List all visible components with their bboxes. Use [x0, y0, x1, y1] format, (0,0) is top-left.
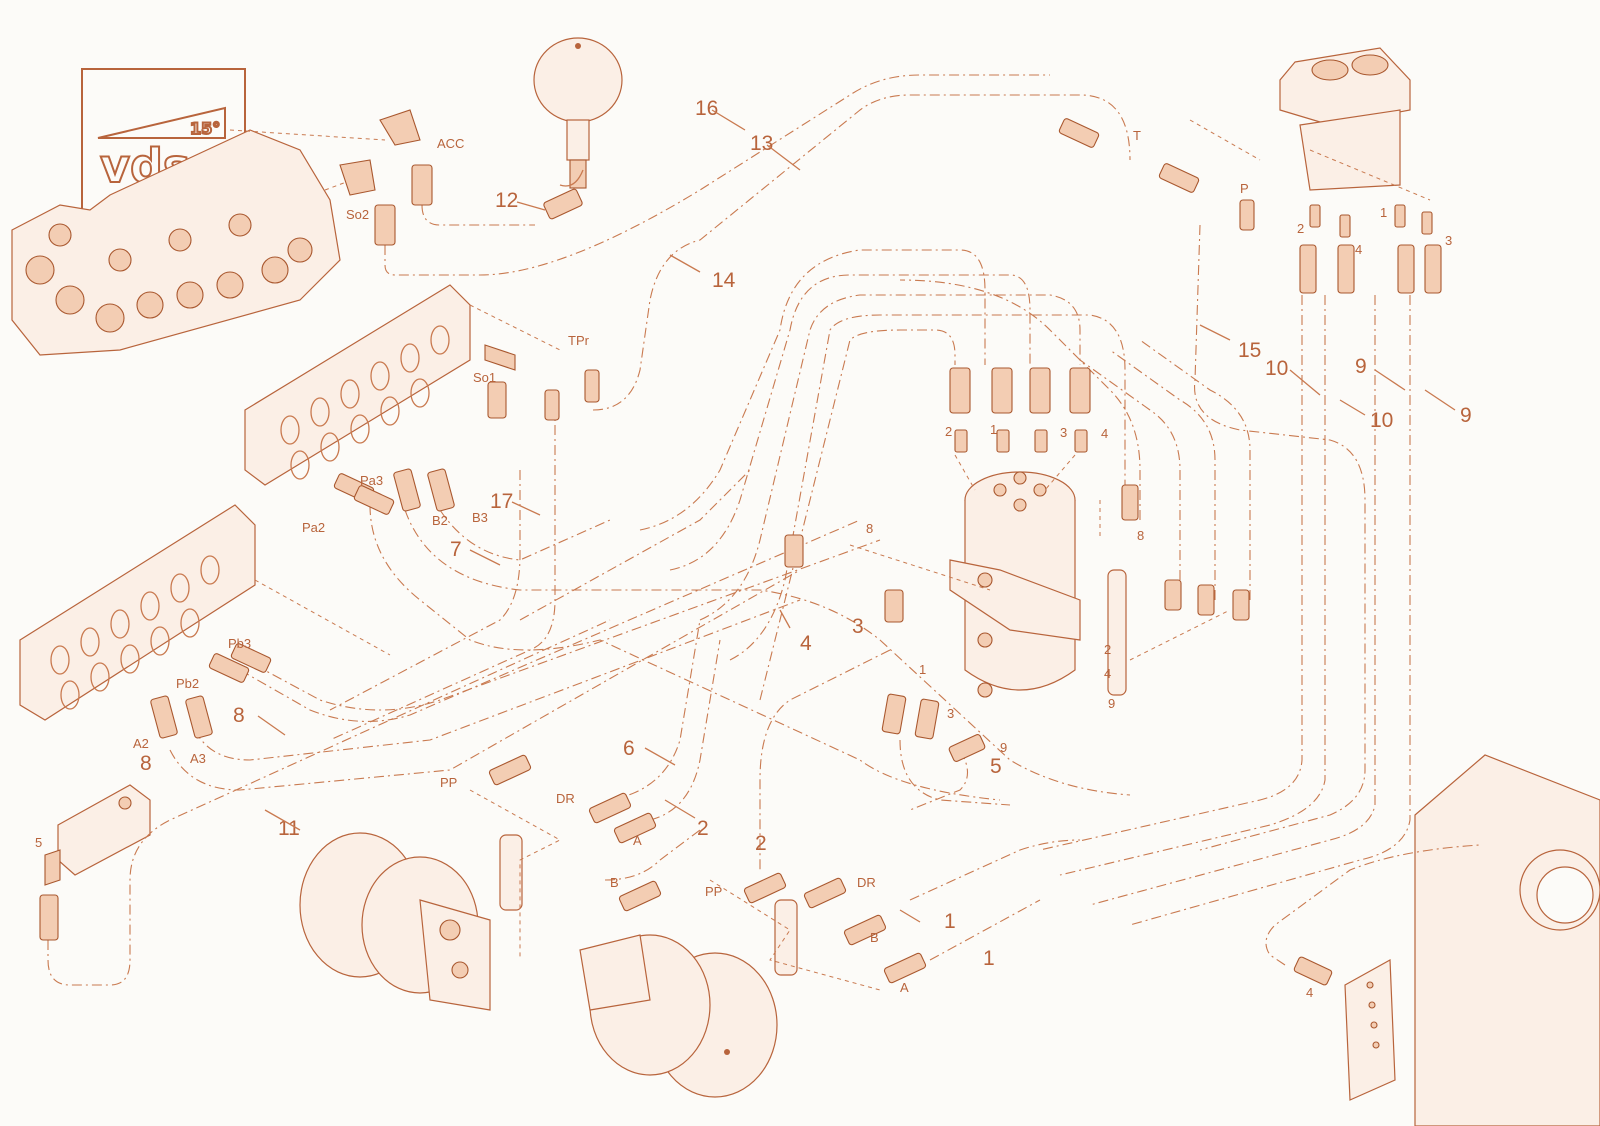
label-dr-left: DR — [556, 791, 575, 806]
callout-8a: 8 — [233, 704, 245, 727]
label-b3: B3 — [472, 510, 488, 525]
label-p: P — [1240, 181, 1249, 196]
label-block-9: 9 — [1108, 696, 1115, 711]
callout-4: 4 — [800, 632, 812, 655]
label-swivel-8b: 8 — [866, 521, 873, 536]
callout-10a: 10 — [1265, 357, 1288, 380]
label-pp-right: PP — [705, 884, 722, 899]
callout-13: 13 — [750, 132, 773, 155]
label-a-left: A — [633, 833, 642, 848]
callout-2a: 2 — [697, 817, 709, 840]
label-b2: B2 — [432, 513, 448, 528]
callout-2b: 2 — [755, 832, 767, 855]
label-valve-5: 5 — [35, 835, 42, 850]
label-swivel-8a: 8 — [1137, 528, 1144, 543]
callout-6: 6 — [623, 737, 635, 760]
callout-16: 16 — [695, 97, 718, 120]
callout-9a: 9 — [1355, 355, 1367, 378]
label-joy-3: 3 — [1445, 233, 1452, 248]
valve-plate-upper — [244, 284, 471, 486]
callout-7: 7 — [450, 538, 462, 561]
pilot-valve-block — [1279, 47, 1411, 191]
label-pp-left: PP — [440, 775, 457, 790]
callout-10b: 10 — [1370, 409, 1393, 432]
label-so2: So2 — [346, 207, 369, 222]
callout-numbers: 16 13 12 14 15 10 9 10 9 17 7 4 3 8 8 11… — [140, 97, 1472, 970]
label-fit-9: 9 — [1000, 740, 1007, 755]
hose-routes — [47, 74, 1481, 986]
callout-1b: 1 — [983, 947, 995, 970]
manifold-bracket — [1344, 959, 1396, 1101]
label-swivel-1: 1 — [990, 422, 997, 437]
label-so1: So1 — [473, 370, 496, 385]
callout-3: 3 — [852, 615, 864, 638]
label-swivel-4: 4 — [1101, 426, 1108, 441]
callout-12: 12 — [495, 189, 518, 212]
label-joy-2: 2 — [1297, 221, 1304, 236]
callout-11: 11 — [278, 817, 300, 840]
junction-block-a — [499, 834, 523, 911]
label-a3: A3 — [190, 751, 206, 766]
hose-fittings — [39, 109, 1442, 986]
callout-17: 17 — [490, 490, 513, 513]
label-block-2: 2 — [1104, 642, 1111, 657]
swivel-joint — [949, 471, 1081, 698]
port-labels: ACC So2 TPr So1 Pa3 Pa2 B2 B3 Pb3 Pb2 A2… — [35, 128, 1452, 1000]
valve-plate-lower — [19, 504, 256, 721]
label-return-4: 4 — [1306, 985, 1313, 1000]
label-pb2: Pb2 — [176, 676, 199, 691]
label-t: T — [1133, 128, 1141, 143]
junction-block-b — [774, 899, 798, 976]
label-swivel-3: 3 — [1060, 425, 1067, 440]
callout-9b: 9 — [1460, 404, 1472, 427]
label-pb3: Pb3 — [228, 636, 251, 651]
callout-5: 5 — [990, 755, 1002, 778]
label-pa2: Pa2 — [302, 520, 325, 535]
label-a2: A2 — [133, 736, 149, 751]
label-b-right: B — [870, 930, 879, 945]
label-dr-right: DR — [857, 875, 876, 890]
label-joy-4: 4 — [1355, 242, 1362, 257]
label-a-right: A — [900, 980, 909, 995]
label-block-4: 4 — [1104, 666, 1111, 681]
valve-block-5 — [57, 784, 151, 876]
label-joy-1: 1 — [1380, 205, 1387, 220]
label-b-left: B — [610, 875, 619, 890]
accumulator — [533, 37, 623, 189]
callout-15: 15 — [1238, 339, 1261, 362]
callout-leaders — [257, 109, 1456, 923]
label-tpr: TPr — [568, 333, 590, 348]
control-valve-block — [11, 129, 341, 356]
label-fit-1: 1 — [919, 662, 926, 677]
junction-block-swivel — [1107, 569, 1127, 696]
travel-motor-left — [299, 832, 491, 1011]
callout-14: 14 — [712, 269, 736, 292]
travel-motor-right — [579, 934, 778, 1098]
logo-angle: 15° — [190, 119, 220, 138]
hydraulic-tank — [1414, 754, 1600, 1126]
label-acc: ACC — [437, 136, 464, 151]
label-pa3: Pa3 — [360, 473, 383, 488]
callout-1a: 1 — [944, 910, 956, 933]
label-fit-3: 3 — [947, 706, 954, 721]
label-swivel-2: 2 — [945, 424, 952, 439]
callout-8b: 8 — [140, 752, 152, 775]
